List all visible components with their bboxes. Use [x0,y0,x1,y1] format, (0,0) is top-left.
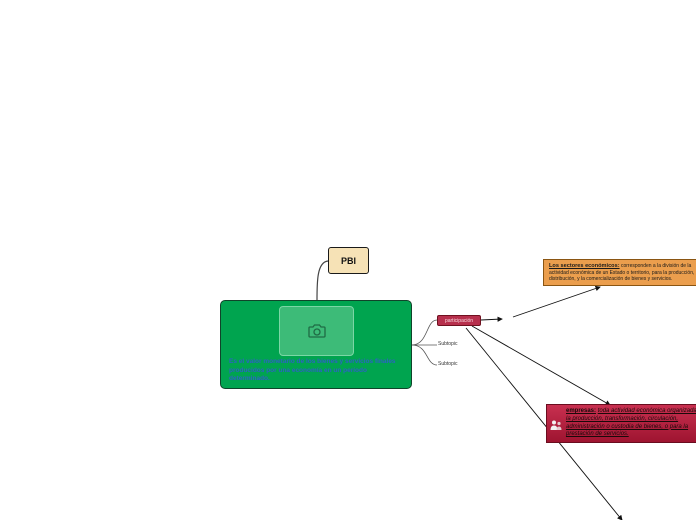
image-placeholder[interactable] [279,306,354,356]
pbi-node[interactable]: PBI [328,247,369,274]
sectores-text: corresponden a la división de la activid… [549,263,696,282]
arrow-to-offscreen [465,327,623,520]
arrow-to-empresas [471,325,611,406]
subtopic-node-1[interactable]: Subtopic [438,341,458,347]
arrow-participacion [480,316,503,322]
sectores-economicos-node[interactable]: Los sectores económicos: corresponden a … [543,259,696,286]
camera-icon [307,324,326,338]
participacion-node[interactable]: participación [437,315,481,326]
branch-connector-participacion [411,319,438,346]
pbi-connector [316,260,329,301]
central-topic-description: Es el valor monetario de los bienes y se… [229,358,396,383]
arrow-to-sectores [512,285,601,318]
sectores-title: Los sectores económicos: [549,263,620,269]
empresas-text: toda actividad económica organizada para… [566,408,696,438]
branch-connector-subtopic-2 [411,344,438,366]
empresas-node[interactable]: empresas: toda actividad económica organ… [546,404,696,443]
empresas-title: empresas: [566,408,597,414]
people-icon [550,420,562,430]
subtopic-node-2[interactable]: Subtopic [438,361,458,367]
